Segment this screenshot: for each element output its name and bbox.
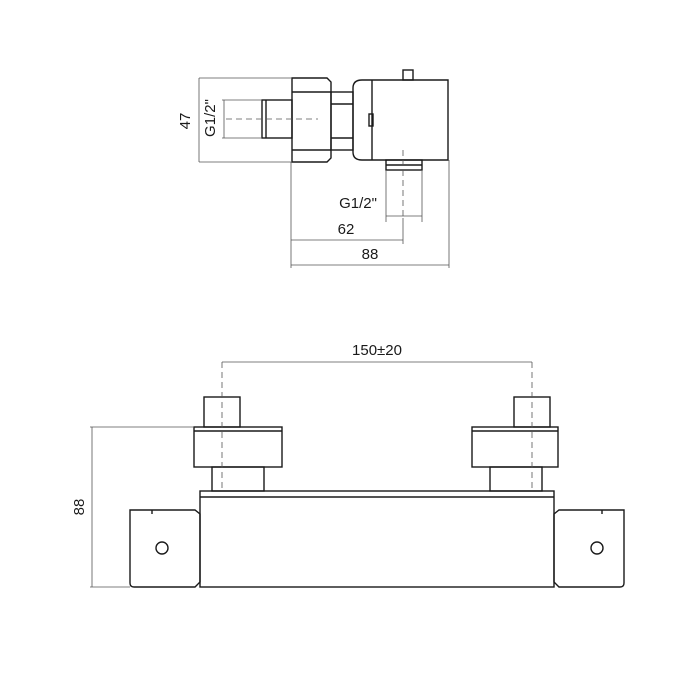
left-handle-indicator (155, 541, 169, 555)
dim-label-thread-bottom: G1/2" (339, 195, 377, 212)
left-union-nut (211, 466, 265, 492)
dim-label-thread-left: G1/2" (202, 99, 219, 137)
valve-body-side (352, 79, 449, 161)
body-slot (368, 113, 374, 127)
right-handle-indicator (590, 541, 604, 555)
front-view: 150±20 88 (71, 342, 625, 588)
top-knob (402, 69, 414, 81)
dim-label-150: 150±20 (352, 342, 402, 359)
right-handle (553, 509, 625, 588)
dim-label-62: 62 (338, 221, 355, 238)
right-eccentric-flange (471, 426, 559, 468)
dim-label-88-height: 88 (71, 499, 88, 516)
union-nut (330, 91, 354, 151)
side-view: 47 G1/2" G1/2" 62 88 (177, 69, 450, 268)
left-handle (129, 509, 201, 588)
right-union-nut (489, 466, 543, 492)
dim-label-47: 47 (177, 113, 194, 130)
left-eccentric-flange (193, 426, 283, 468)
thermostat-bar (199, 490, 555, 588)
dim-label-88-depth: 88 (362, 246, 379, 263)
